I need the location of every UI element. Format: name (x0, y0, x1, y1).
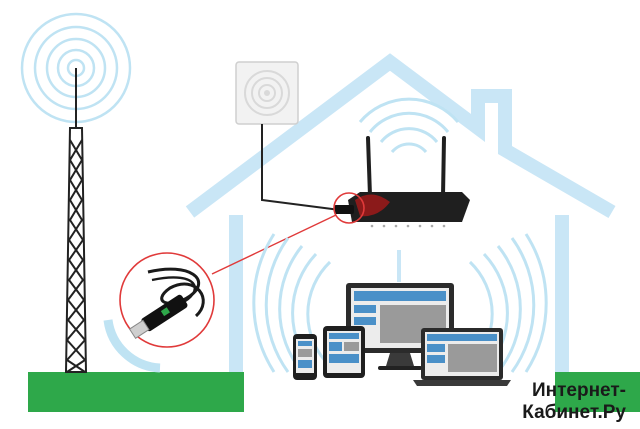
ground-right (555, 372, 640, 412)
usb-modem-icon (119, 252, 215, 348)
port-zoom-circle (333, 192, 365, 224)
smartphone-icon (293, 334, 317, 380)
router-icon (348, 136, 470, 228)
watermark-line-2: Кабинет.Ру (522, 402, 626, 423)
panel-antenna-icon (235, 61, 299, 125)
watermark-line-1: Интернет- (531, 380, 626, 401)
house-outline-icon (185, 53, 616, 372)
watermark: Интернет- Кабинет.Ру (522, 380, 626, 424)
antenna-cable (261, 124, 341, 211)
zoom-connector-line (211, 214, 337, 275)
router-signal-waves-icon (358, 97, 460, 154)
tablet-icon (323, 326, 365, 378)
cell-tower-icon (64, 68, 88, 373)
ground-left (28, 372, 244, 412)
laptop-icon (413, 328, 511, 386)
signal-arc-decor (103, 319, 161, 373)
router-usb-plug-icon (334, 205, 354, 214)
